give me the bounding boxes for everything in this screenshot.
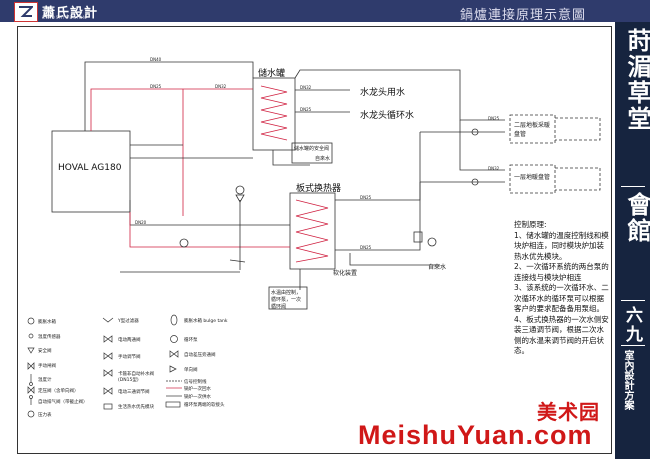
legend-item: 安全阀 — [38, 349, 52, 354]
legend-item: 温度传感器 — [38, 335, 61, 340]
control-item: 1、储水罐的温度控制线和模块炉相连，同时模块炉加装热水优先模块。 — [514, 230, 609, 261]
zone-1-label: 一层地暖盘管 — [514, 174, 551, 181]
valve-icon — [471, 178, 479, 186]
legend-item: 锅炉一次回水 — [184, 387, 211, 392]
expansion-tank-icon — [413, 231, 423, 243]
pipe-tag: DN32 — [300, 85, 312, 90]
legend-item: 手动闸阀 — [38, 364, 56, 369]
tap-water-label: 水龙头用水 — [360, 88, 406, 98]
legend-item: 生活热水优先模块 — [118, 405, 154, 410]
control-item: 2、一次循环系统的两台泵的连接线与模块炉相连 — [514, 262, 609, 282]
note-box — [268, 286, 308, 310]
building-name: 會館 — [623, 192, 650, 244]
tank-safety-box — [291, 142, 333, 164]
sheet-number: 六九 — [622, 306, 642, 344]
logo-mark-icon — [19, 6, 33, 17]
logo — [14, 2, 38, 22]
watermark-top: 美术园 — [537, 400, 600, 424]
legend-item: Y型过滤器 — [118, 319, 139, 324]
sheet-category: 室內設計方案 — [622, 350, 633, 410]
title-sidebar — [615, 22, 650, 459]
legend-item: 压力表 — [38, 413, 52, 418]
legend-item: 自动差压旁通阀 — [184, 353, 216, 358]
legend-item: 单向阀 — [184, 368, 198, 373]
company-sub: XIAOSHIDESIGN — [42, 15, 87, 20]
control-heading: 控制原理: — [514, 220, 547, 229]
pipe-tag: DN25 — [360, 195, 372, 200]
storage-tank — [252, 77, 296, 151]
legend-item: 循环泵 — [184, 338, 198, 343]
control-item: 4、板式换热器的一次水侧安装三通调节阀，根据二次水侧的水温来调节阀的开启状态。 — [514, 314, 609, 356]
title-bar: 蕭氏設計 XIAOSHIDESIGN 鍋爐連接原理示意圖 — [0, 0, 650, 23]
pipe-tag: DN20 — [135, 220, 147, 225]
boiler-label: HOVAL AG180 — [58, 163, 122, 173]
tank-coil — [260, 85, 288, 141]
legend-item: 自动排气阀（带截止阀） — [38, 400, 88, 405]
tap-circulation-label: 水龙头循环水 — [360, 111, 415, 121]
zone-2-label: 二层地板采暖盘管 — [514, 122, 551, 138]
company-name: 蕭氏設計 — [42, 6, 99, 21]
drain-label: 自來水 — [315, 156, 331, 162]
legend-item: 锅炉一次供水 — [184, 395, 211, 400]
legend-item: 电动两通阀 — [118, 338, 141, 343]
pipe-tag: DN32 — [488, 166, 500, 171]
legend-item: 膨胀水箱 — [38, 320, 56, 325]
pump-icon — [235, 185, 245, 195]
legend-item: 定压阀（含单向阀） — [38, 389, 79, 394]
softener-label: 软化装置 — [333, 270, 358, 277]
pipe-tag: DN32 — [215, 84, 227, 89]
divider — [621, 186, 645, 187]
legend-item: 电动三通调节阀 — [118, 390, 150, 395]
control-principle: 控制原理: 1、储水罐的温度控制线和模块炉相连，同时模块炉加装热水优先模块。 2… — [514, 220, 610, 357]
note-box-label: 水温由控制，循环泵，一次循环阀 — [271, 290, 302, 310]
watermark: MeishuYuan.com — [358, 420, 593, 450]
water-source-label: 自來水 — [428, 264, 447, 271]
legend-item: 循环泵两端的软接头 — [184, 403, 225, 408]
hx-coil — [295, 199, 329, 263]
legend-item: 膨胀水箱 bulge tank — [184, 319, 228, 324]
drawing-title: 鍋爐連接原理示意圖 — [460, 8, 587, 23]
three-way-valve-icon — [235, 194, 245, 203]
legend-item: 卡箍非自动补水阀 (DN15型) — [118, 372, 154, 383]
pipe-tag: DN25 — [488, 116, 500, 121]
drawing-frame — [17, 26, 612, 454]
legend-item: 手动调节阀 — [118, 355, 141, 360]
pump-icon — [427, 237, 437, 247]
legend-item: 温度计 — [38, 378, 52, 383]
tank-label: 儲水罐 — [258, 69, 286, 79]
hx-label: 板式换热器 — [296, 184, 342, 194]
divider — [621, 300, 645, 301]
control-item: 3、该系统的一次循环水、二次循环水的循环泵可以根据客户的要求配备备用泵组。 — [514, 283, 609, 313]
legend-item: 信号控制线 — [184, 380, 207, 385]
divider — [621, 345, 645, 346]
pump-icon — [179, 238, 189, 248]
plate-heat-exchanger — [289, 192, 336, 270]
pipe-tag: DN25 — [360, 245, 372, 250]
valve-icon — [471, 128, 479, 136]
tank-safety-label: 儲水罐的安全阀 — [294, 146, 330, 152]
pipe-tag: DN40 — [150, 57, 162, 62]
pipe-tag: DN25 — [150, 84, 162, 89]
pipe-tag: DN25 — [300, 107, 312, 112]
project-name: 莳湄草堂 — [623, 28, 650, 132]
